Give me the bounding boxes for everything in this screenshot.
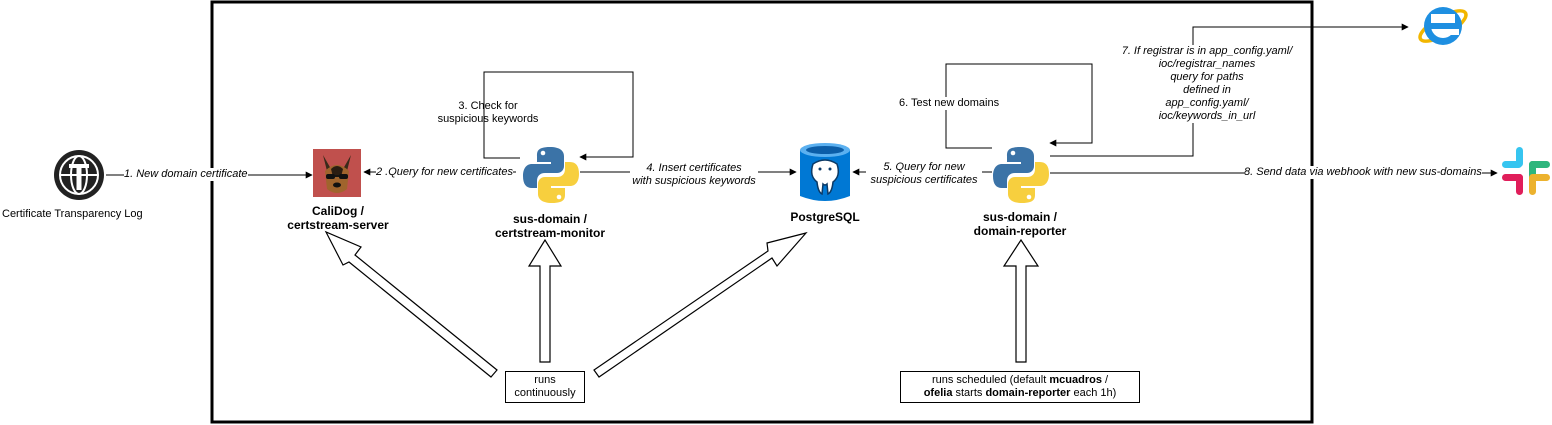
edge-3-label: 3. Check for suspicious keywords xyxy=(437,100,539,125)
hollow-arrow-to-calidog xyxy=(324,230,498,378)
slack-icon xyxy=(1502,147,1550,195)
hollow-arrow-to-reporter xyxy=(1002,238,1040,363)
edge-3-loop xyxy=(483,71,634,161)
ct-log-label: Certificate Transparency Log xyxy=(2,208,143,220)
runs-continuously-note: runs continuously xyxy=(505,371,585,403)
edge-4-label: 4. Insert certificates with suspicious k… xyxy=(630,162,758,188)
calidog-node-label: CaliDog / certstream-server xyxy=(287,204,389,232)
postgresql-database-icon xyxy=(800,143,850,201)
edge-2-label: 2 .Query for new certificates xyxy=(376,166,513,179)
edge-6-label: 6. Test new domains xyxy=(899,97,1000,110)
edge-1-label: 1. New domain certificate xyxy=(124,168,248,181)
edge-7-label: 7. If registrar is in app_config.yaml/ i… xyxy=(1112,45,1302,123)
edge-5-label: 5. Query for new suspicious certificates xyxy=(866,161,982,187)
hollow-arrow-to-monitor xyxy=(527,238,563,363)
system-boundary-frame xyxy=(210,0,1314,424)
hollow-arrow-to-postgres xyxy=(593,231,808,378)
globe-tower-icon xyxy=(54,150,104,200)
python-icon xyxy=(523,147,579,203)
edge-8-label: 8. Send data via webhook with new sus-do… xyxy=(1244,166,1482,179)
internet-explorer-icon xyxy=(1418,7,1468,45)
edge-6-loop xyxy=(945,63,1093,149)
runs-scheduled-note: runs scheduled (default mcuadros / ofeli… xyxy=(900,371,1140,403)
dog-sunglasses-icon xyxy=(313,149,361,197)
python-icon xyxy=(993,147,1049,203)
reporter-node-label: sus-domain / domain-reporter xyxy=(973,210,1067,238)
postgres-node-label: PostgreSQL xyxy=(790,210,860,224)
monitor-node-label: sus-domain / certstream-monitor xyxy=(494,212,606,240)
